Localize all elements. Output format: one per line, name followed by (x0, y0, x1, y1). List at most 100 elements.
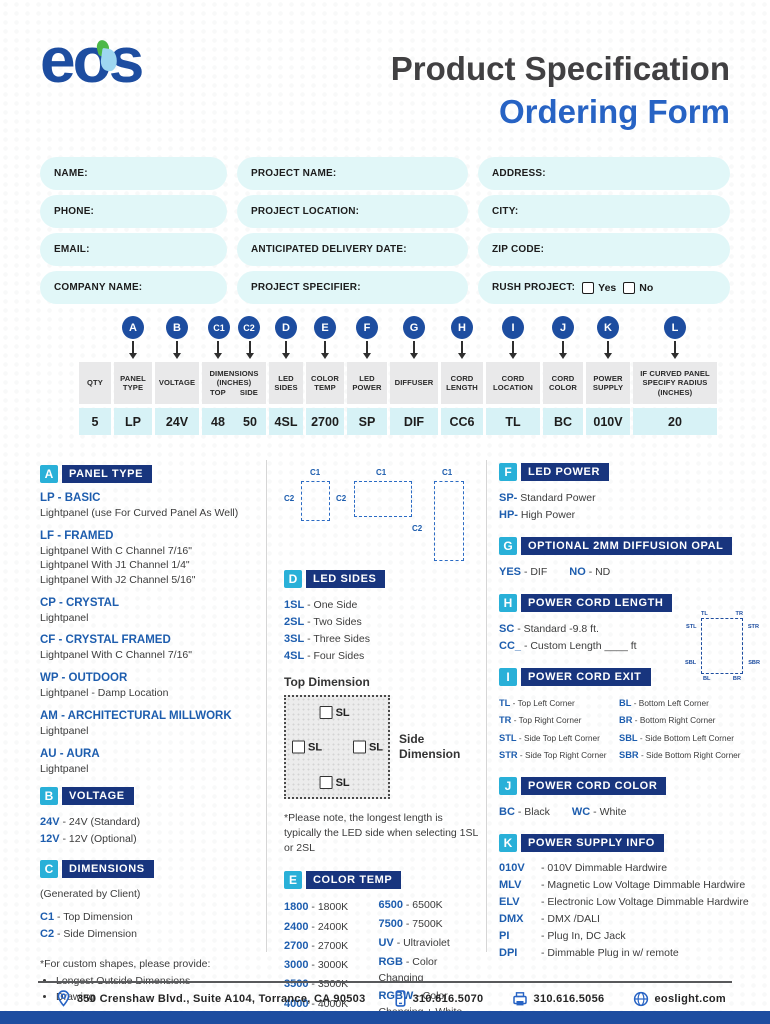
sl-right-checkbox[interactable] (352, 740, 366, 754)
rush-yes-label: Yes (598, 281, 617, 294)
location-pin-icon (57, 990, 70, 1007)
down-arrow-icon (363, 341, 371, 359)
company-name-field[interactable]: COMPANY NAME: (40, 271, 227, 304)
panel-type-item: AM - ARCHITECTURAL MILLWORK Lightpanel (40, 709, 232, 737)
panel-sl-diagram: SL SL SL SL (284, 695, 390, 800)
panel-type-item: LF - FRAMED Lightpanel With C Channel 7/… (40, 529, 196, 587)
power-supply-desc: - Electronic Low Voltage Dimmable Hardwi… (541, 895, 749, 908)
down-arrow-icon (509, 341, 517, 359)
cord-exit-item: SBR - Side Bottom Right Corner (619, 749, 741, 760)
square-panel-outline (301, 481, 330, 521)
page-title: Product Specification (390, 50, 730, 87)
sl-left-checkbox[interactable] (292, 740, 305, 754)
led-sides-item: 1SL - One Side (284, 599, 358, 611)
panel-type-item: AU - AURA Lightpanel (40, 747, 100, 775)
cord-exit-item: STL - Side Top Left Corner (499, 732, 600, 743)
letter-badge-c1: C1 (208, 316, 230, 339)
letter-badge-h: H (451, 316, 473, 339)
down-arrow-icon (671, 341, 679, 359)
code-value: 5 (79, 408, 111, 435)
power-supply-code: DMX (499, 912, 524, 925)
code-value: 010V (586, 408, 630, 435)
column-divider (266, 460, 267, 952)
down-arrow-icon (321, 341, 329, 359)
led-sides-item: 4SL - Four Sides (284, 650, 365, 663)
letter-badge-a: A (122, 316, 144, 339)
legend-column-right: F LED POWER SP- Standard Power HP- High … (499, 463, 760, 962)
footer-address: 350 Crenshaw Blvd., Suite A104, Torrance… (56, 990, 366, 1007)
rush-no-label: No (639, 281, 654, 294)
cord-exit-item: TL - Top Left Corner (499, 698, 575, 709)
section-diffusion-header: G OPTIONAL 2MM DIFFUSION OPAL (499, 537, 757, 556)
section-cord-length: H POWER CORD LENGTH SC - Standard -9.8 f… (499, 594, 760, 682)
sl-top-checkbox[interactable] (319, 706, 333, 720)
section-color-temp-header: E COLOR TEMP (284, 871, 480, 890)
address-field[interactable]: ADDRESS: (478, 157, 730, 190)
code-value: CC6 (441, 408, 483, 435)
led-sides-item: 3SL - Three Sides (284, 633, 370, 646)
project-name-field[interactable]: PROJECT NAME: (237, 157, 468, 190)
dimension-item: C2 - Side Dimension (40, 928, 137, 941)
fax-icon (512, 991, 527, 1005)
down-arrow-icon (604, 341, 612, 359)
code-column-panel-type: A PANEL TYPE LP (114, 316, 152, 435)
down-arrow-icon (214, 341, 222, 359)
led-sides-item: 2SL - Two Sides (284, 616, 362, 629)
code-value: LP (114, 408, 152, 435)
color-temp-item: 3000 - 3000K (284, 959, 349, 971)
power-supply-code: PI (499, 929, 510, 942)
color-temp-item: 4000 - 4000K (284, 997, 349, 1010)
power-supply-desc: - Magnetic Low Voltage Dimmable Hardwire (541, 878, 746, 891)
footer-website[interactable]: eoslight.com (633, 991, 726, 1007)
email-field[interactable]: EMAIL: (40, 233, 227, 266)
letter-badge-f: F (356, 316, 378, 339)
code-column-voltage: B VOLTAGE 24V (155, 316, 199, 435)
rush-no-checkbox[interactable] (623, 281, 636, 294)
panel-type-item: LP - BASIC Lightpanel (use For Curved Pa… (40, 492, 239, 519)
custom-shapes-note: *For custom shapes, please provide: (40, 958, 211, 971)
cord-exit-diagram: TL TR STL STR SBL SBR BL BR (685, 611, 760, 683)
power-supply-desc: - Plug In, DC Jack (541, 929, 626, 942)
section-led-power-header: F LED POWER (499, 463, 757, 481)
color-temp-item: 6500 - 6500K (378, 899, 443, 912)
rush-yes-checkbox[interactable] (582, 281, 595, 294)
diffusion-item: YES - DIF (499, 566, 548, 579)
code-value: 20 (633, 408, 717, 435)
code-column-cord-length: H CORD LENGTH CC6 (441, 316, 483, 435)
led-sides-note: *Please note, the longest length is typi… (284, 812, 478, 854)
power-supply-desc: - DMX /DALI (541, 912, 600, 925)
sl-bottom-checkbox[interactable] (319, 776, 333, 790)
project-specifier-field[interactable]: PROJECT SPECIFIER: (237, 271, 468, 304)
footer-fax: 310.616.5056 (512, 991, 605, 1007)
letter-badge-c2: C2 (238, 316, 260, 339)
letter-badge-b: B (166, 316, 188, 339)
code-value: 24V (155, 408, 199, 435)
footer-bar (0, 1011, 770, 1024)
code-column-diffuser: G DIFFUSER DIF (390, 316, 438, 435)
code-column-cord-location: I CORD LOCATION TL (486, 316, 540, 435)
name-field[interactable]: NAME: (40, 157, 227, 190)
color-temp-item: 1800 - 1800K (284, 901, 349, 914)
zip-code-field[interactable]: ZIP CODE: (478, 233, 730, 266)
diffusion-item: NO - ND (569, 566, 611, 579)
code-value: DIF (390, 408, 438, 435)
letter-badge-k: K (597, 316, 619, 339)
led-power-item: SP- Standard Power (499, 492, 596, 504)
project-location-field[interactable]: PROJECT LOCATION: (237, 195, 468, 228)
side-dimension-label: Side Dimension (399, 732, 461, 762)
tall-panel-outline (434, 481, 464, 561)
letter-badge-g: G (403, 316, 425, 339)
section-voltage-header: B VOLTAGE (40, 787, 254, 806)
anticipated-delivery-date-field[interactable]: ANTICIPATED DELIVERY DATE: (237, 233, 468, 266)
dimension-shape-diagrams: C1 C2 C1 C2 C1 C2 (284, 468, 480, 570)
code-value: 2700 (306, 408, 344, 435)
cord-exit-item: TR - Top Right Corner (499, 715, 582, 726)
color-temp-item: UV - Ultraviolet (378, 937, 450, 950)
code-column-led-power: F LED POWER SP (347, 316, 387, 435)
letter-badge-j: J (552, 316, 574, 339)
phone-field[interactable]: PHONE: (40, 195, 227, 228)
city-field[interactable]: CITY: (478, 195, 730, 228)
page-subtitle: Ordering Form (498, 92, 730, 130)
letter-badge-d: D (275, 316, 297, 339)
